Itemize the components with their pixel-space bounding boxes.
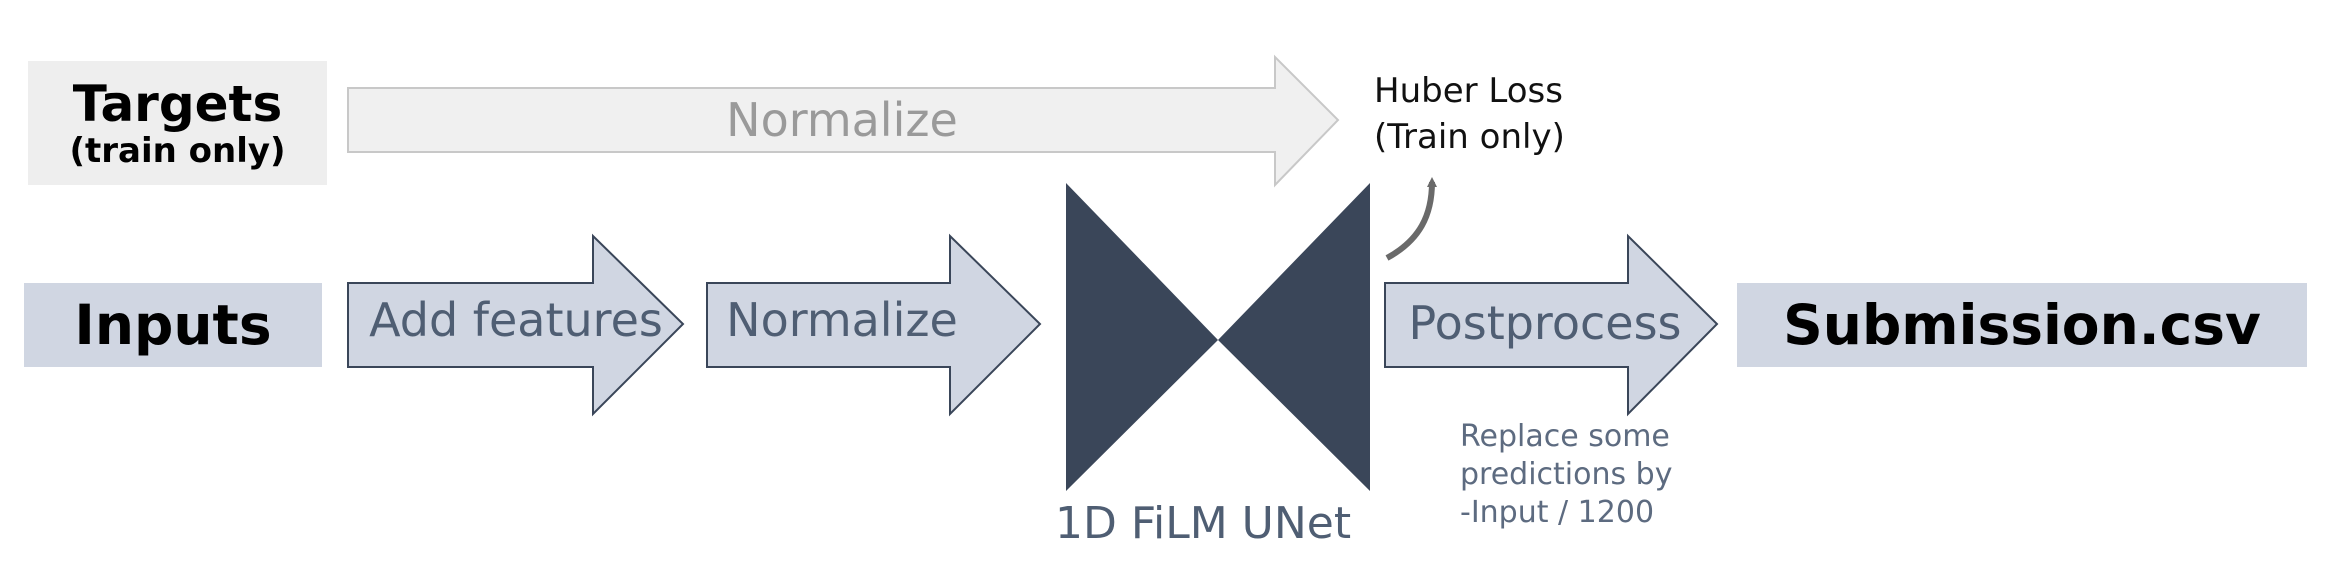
unet-model-shape xyxy=(1066,183,1370,491)
postprocess-label: Postprocess xyxy=(1408,296,1681,350)
add-features-label: Add features xyxy=(369,293,663,347)
postprocess-note-line1: Replace some xyxy=(1460,419,1670,454)
huber-loss-label: Huber Loss (Train only) xyxy=(1374,68,1565,160)
postprocess-note-line2: predictions by xyxy=(1460,457,1673,492)
inputs-box: Inputs xyxy=(24,283,322,367)
add-features-arrow xyxy=(347,233,685,417)
normalize-inputs-arrow xyxy=(706,233,1042,417)
postprocess-note: Replace some predictions by -Input / 120… xyxy=(1460,418,1672,532)
normalize-inputs-label: Normalize xyxy=(726,293,958,347)
inputs-title: Inputs xyxy=(74,293,272,357)
targets-title: Targets xyxy=(72,75,283,133)
normalize-targets-arrow xyxy=(347,54,1340,188)
submission-title: Submission.csv xyxy=(1783,293,2261,357)
unet-label: 1D FiLM UNet xyxy=(1055,498,1352,549)
targets-subtitle: (train only) xyxy=(69,131,286,171)
postprocess-arrow xyxy=(1384,233,1719,417)
loss-curve-arrow xyxy=(1385,177,1437,261)
postprocess-note-line3: -Input / 1200 xyxy=(1460,495,1655,530)
submission-box: Submission.csv xyxy=(1737,283,2307,367)
normalize-targets-label: Normalize xyxy=(726,93,958,147)
targets-box: Targets (train only) xyxy=(28,61,327,185)
huber-loss-line1: Huber Loss xyxy=(1374,71,1563,111)
huber-loss-line2: (Train only) xyxy=(1374,117,1565,157)
